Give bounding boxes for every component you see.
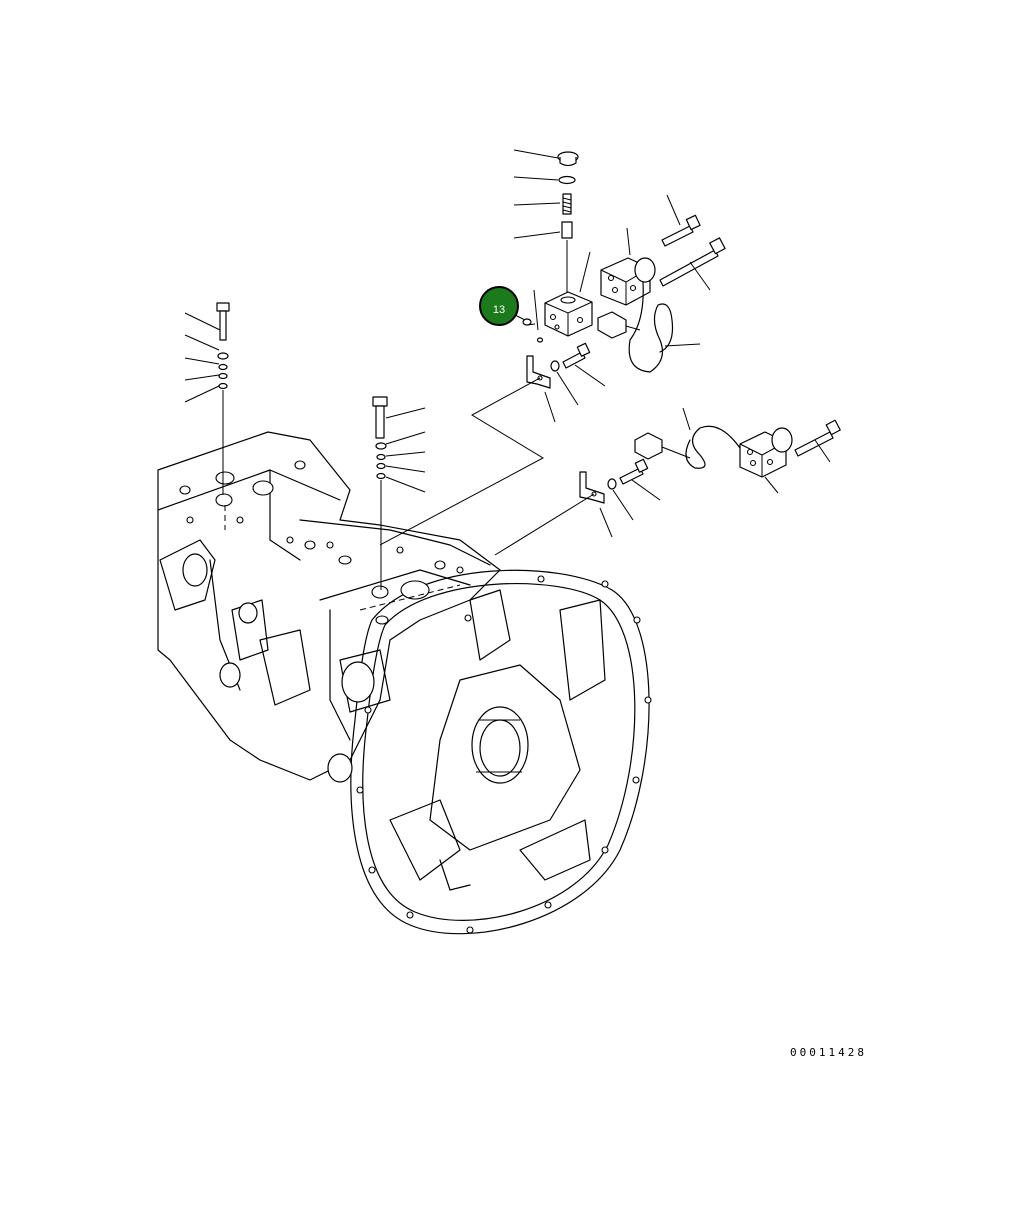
upper-bracket xyxy=(379,342,606,546)
housing-bolt-holes xyxy=(356,575,652,934)
middle-plug-stack xyxy=(372,396,426,590)
pump-top-ports xyxy=(179,460,464,625)
drawing-number: 00011428 xyxy=(790,1046,867,1059)
callout-13-marker[interactable]: 13 xyxy=(479,286,519,326)
lower-solenoid xyxy=(494,407,841,556)
upper-solenoid xyxy=(597,194,726,373)
main-pump-body xyxy=(157,431,501,783)
upper-valve-assembly xyxy=(513,149,593,343)
callout-13-label: 13 xyxy=(493,304,505,316)
flywheel-housing xyxy=(350,569,652,935)
left-plug-stack xyxy=(184,302,230,495)
